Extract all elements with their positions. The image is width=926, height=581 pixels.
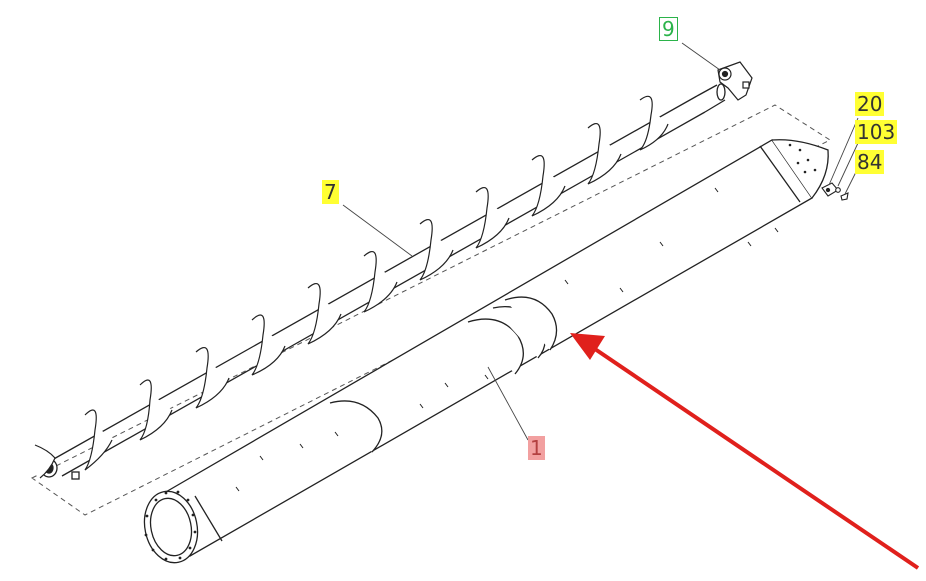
tube-end-flange-holes [144, 143, 817, 561]
callout-label-103: 103 [855, 120, 898, 144]
callout-label-7: 7 [322, 180, 339, 204]
bearing-bracket [717, 61, 753, 101]
assembly-guide-frame [31, 104, 832, 516]
tube-rivet-marks [235, 187, 779, 492]
auger-tube [143, 139, 829, 564]
callout-label-1: 1 [528, 436, 545, 460]
callout-label-84: 84 [855, 150, 885, 174]
leader-lines [342, 42, 859, 441]
end-hardware [821, 182, 849, 201]
red-pointer-arrow [570, 333, 920, 570]
auger-flights [34, 95, 669, 479]
callout-label-9: 9 [659, 17, 678, 41]
callout-label-20: 20 [855, 92, 885, 116]
